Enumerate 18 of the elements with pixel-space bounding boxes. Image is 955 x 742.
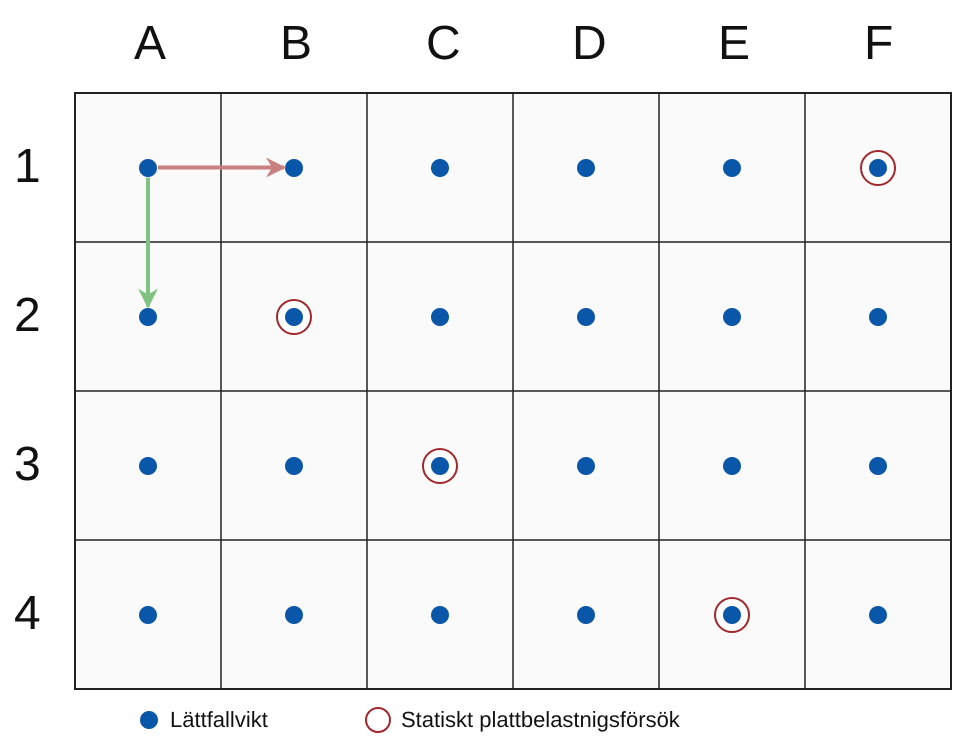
column-label: E: [718, 20, 750, 68]
legend-label: Lättfallvikt: [170, 707, 268, 733]
test-point-dot: [431, 456, 449, 474]
column-label: A: [134, 20, 166, 68]
test-point-dot: [723, 606, 741, 624]
column-label: F: [864, 20, 894, 68]
row-label: 3: [14, 440, 41, 488]
column-label: B: [280, 20, 312, 68]
row-label: 1: [14, 142, 41, 190]
arrow: [158, 158, 286, 178]
legend-label: Statiskt plattbelastnigsförsök: [401, 707, 680, 733]
column-label: D: [572, 20, 607, 68]
row-label: 4: [14, 590, 41, 638]
test-point-dot: [869, 158, 887, 176]
row-label: 2: [14, 292, 41, 340]
test-point-dot: [285, 308, 303, 326]
column-label: C: [426, 20, 461, 68]
arrow: [138, 178, 158, 308]
